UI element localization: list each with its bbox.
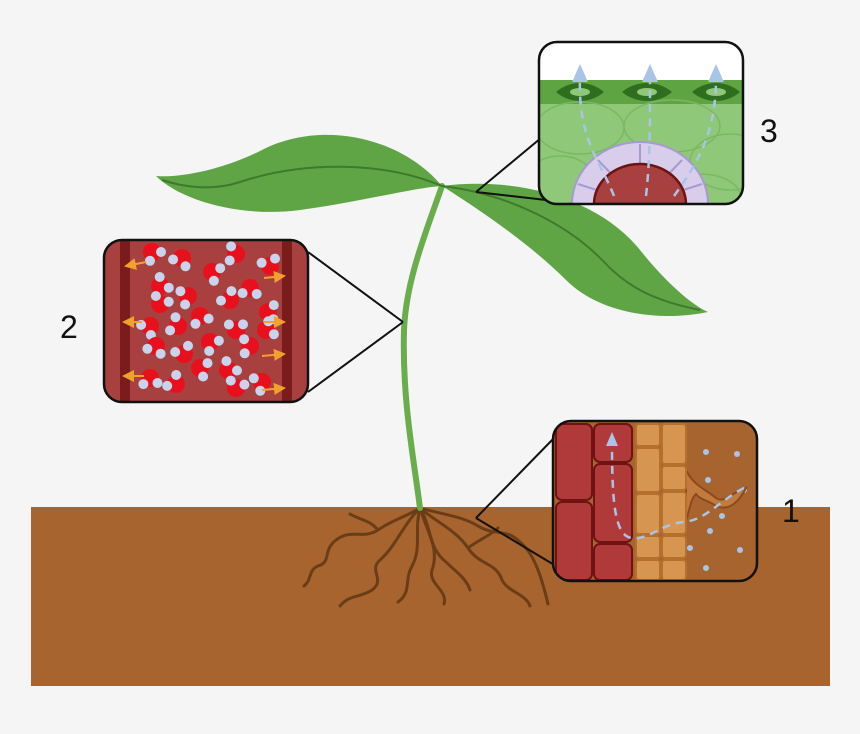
callout-number-3: 3 [760,113,778,149]
stem [404,186,442,508]
detail-box-leaf-transpiration [526,42,770,218]
callout-number-1: 1 [782,493,800,529]
detail-box-root-absorption [553,421,757,581]
detail-box-xylem-transport [104,240,308,402]
vascular-cells [556,424,632,580]
leaf-left [156,135,442,212]
callout-number-2: 2 [60,309,78,345]
